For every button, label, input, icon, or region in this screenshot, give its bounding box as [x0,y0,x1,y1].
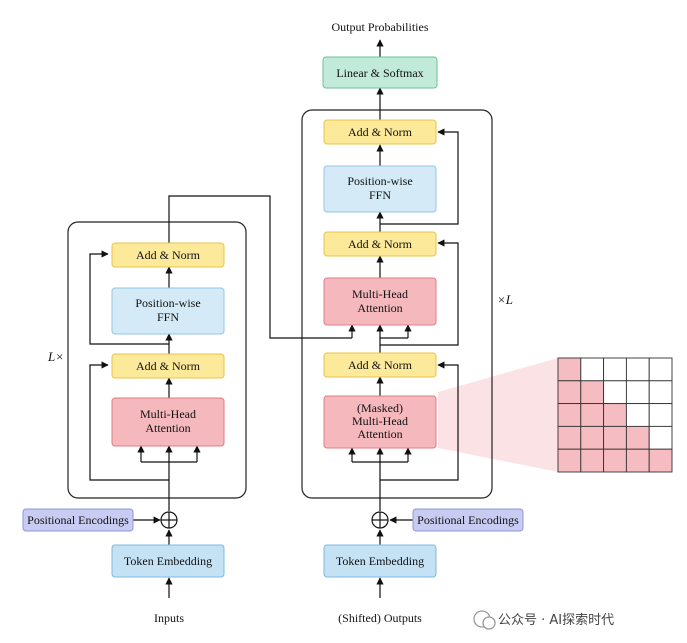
linear-softmax-label: Linear & Softmax [336,66,423,80]
decoder-masked-label-2: Multi-Head [352,414,408,428]
decoder-ffn-label-1: Position-wise [347,174,412,188]
decoder-cross-attention-label-2: Attention [357,301,402,315]
encoder-ffn-label-1: Position-wise [135,296,200,310]
decoder-add-norm-top-label: Add & Norm [348,125,413,139]
mask-cell [603,425,627,450]
mask-cell [648,448,673,473]
encoder-token-embedding [111,544,225,578]
decoder-add-icon [371,511,389,529]
decoder-cross-attention [323,277,437,326]
decoder-frame [301,109,493,499]
mask-cell [648,425,673,450]
decoder-add-norm-mid-label: Add & Norm [348,237,413,251]
mask-cell [580,425,605,450]
decoder-add-norm-bottom-label: Add & Norm [348,358,413,372]
mask-cell [580,357,605,382]
decoder-embedding-label: Token Embedding [336,554,424,568]
causal-mask-matrix [557,357,673,473]
encoder-positional-label: Positional Encodings [27,513,129,527]
decoder-token-embedding [323,544,437,578]
mask-cell [557,425,582,450]
encoder-repeat-label: L× [47,349,64,364]
mask-cell [580,380,605,405]
mask-cell [625,380,650,405]
decoder-positional-encodings [412,508,524,532]
mask-cell [625,403,650,427]
mask-cell [648,357,673,382]
decoder-cross-attention-label-1: Multi-Head [352,287,408,301]
encoder-add-norm-bottom [111,353,225,379]
encoder-ffn-label-2: FFN [157,310,179,324]
encoder-add-norm-bottom-label: Add & Norm [136,359,201,373]
mask-cell [603,380,627,405]
mask-cell [557,448,582,473]
decoder-input-label: (Shifted) Outputs [338,611,422,625]
encoder-attention-label-1: Multi-Head [140,407,196,421]
mask-projection [438,358,558,472]
mask-cell [603,357,627,382]
decoder-masked-label-3: Attention [357,427,402,441]
encoder-add-norm-top-label: Add & Norm [136,248,201,262]
decoder-repeat-label: ×L [497,292,513,307]
decoder-masked-label-1: (Masked) [357,401,403,415]
mask-cell [603,448,627,473]
mask-cell [625,425,650,450]
encoder-positional-encodings [22,508,134,532]
mask-cell [557,357,582,382]
encoder-frame [67,221,247,499]
encoder-input-label: Inputs [154,611,184,625]
output-probabilities-label: Output Probabilities [332,20,429,34]
decoder-add-norm-mid [323,231,437,257]
decoder-add-norm-bottom [323,352,437,378]
mask-cell [648,403,673,427]
watermark: 公众号 · AI探索时代 [473,610,614,630]
mask-cell [580,448,605,473]
decoder-positional-label: Positional Encodings [417,513,519,527]
encoder-embedding-label: Token Embedding [124,554,212,568]
mask-cell [648,380,673,405]
mask-cell [557,403,582,427]
encoder-ffn [111,287,225,335]
mask-cell [625,357,650,382]
mask-cell [603,403,627,427]
mask-cell [557,380,582,405]
decoder-masked-attention [323,395,437,449]
decoder-ffn [323,165,437,213]
decoder-add-norm-top [323,119,437,145]
encoder-attention [111,397,225,447]
watermark-text: 公众号 · AI探索时代 [498,613,614,628]
encoder-attention-label-2: Attention [145,421,190,435]
encoder-add-norm-top [111,242,225,268]
decoder-ffn-label-2: FFN [369,188,391,202]
linear-softmax [322,56,438,89]
encoder-add-icon [160,511,178,529]
mask-cell [625,448,650,473]
mask-cell [580,403,605,427]
